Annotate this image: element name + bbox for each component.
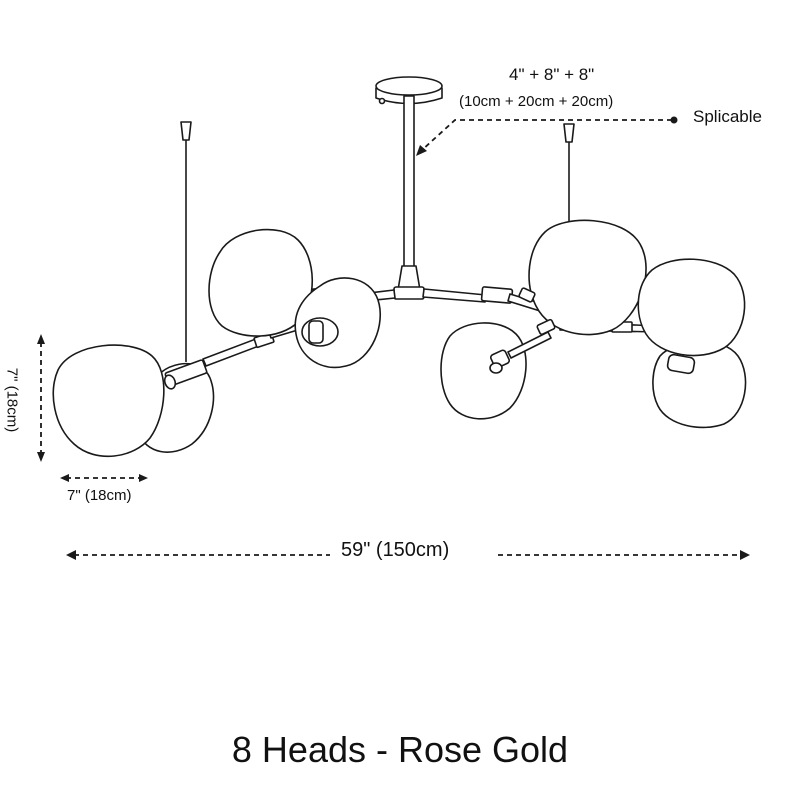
right-mid-joint-2 — [536, 318, 556, 336]
shade-width-label: 7" (18cm) — [67, 487, 132, 504]
splicable-label: Splicable — [693, 107, 762, 126]
shade-right-inner — [440, 322, 527, 420]
shade-left-far-front — [52, 344, 165, 458]
total-span-label: 59" (150cm) — [337, 540, 454, 560]
rod-leader-arrowhead — [416, 145, 427, 156]
right-inner-arm — [507, 331, 552, 359]
down-rod — [403, 95, 415, 271]
right-branch-arm — [422, 288, 487, 303]
splicable-dot — [670, 116, 678, 124]
right-far-socket — [666, 353, 696, 375]
product-caption: 8 Heads - Rose Gold — [231, 729, 569, 770]
right-inner-socket-cap — [489, 362, 503, 374]
canopy-screw — [378, 97, 386, 105]
shade-width-arrow-right — [139, 474, 148, 482]
shade-right-mid — [528, 219, 647, 336]
shade-width-arrow-left — [60, 474, 69, 482]
shade-left-inner-socket — [308, 320, 324, 344]
rod-extension-cm-label: (10cm + 20cm + 20cm) — [459, 93, 614, 110]
total-span-arrow-left — [66, 550, 76, 560]
wire-grip-left — [180, 121, 192, 141]
central-hub-joint — [393, 286, 425, 300]
total-span-arrow-right — [740, 550, 750, 560]
shade-height-arrow-top — [37, 334, 45, 344]
shade-height-label: 7" (18cm) — [3, 367, 21, 433]
right-mid-joint — [518, 287, 536, 303]
rod-dimension-leader — [421, 119, 672, 151]
shade-height-arrow-bottom — [37, 452, 45, 462]
shade-right-far-front — [637, 258, 746, 357]
left-far-socket-cap — [163, 374, 177, 390]
wire-grip-right — [563, 123, 575, 143]
ceiling-canopy-top — [375, 76, 443, 96]
rod-extension-inch-label: 4" + 8" + 8" — [509, 65, 595, 84]
